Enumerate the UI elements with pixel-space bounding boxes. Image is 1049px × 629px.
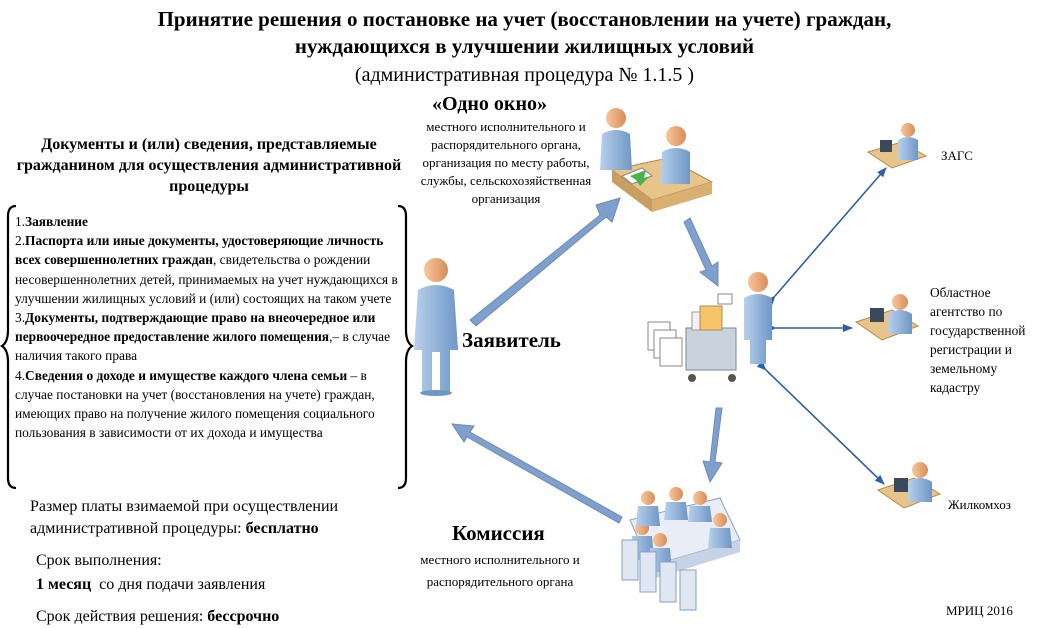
arrow-window-to-registrar — [683, 217, 719, 288]
term-label: Срок выполнения: — [36, 552, 162, 569]
commission-description: местного исполнительного и распорядитель… — [400, 549, 600, 593]
applicant-label: Заявитель — [462, 328, 561, 352]
document-item-2: 2.Паспорта или иные документы, удостовер… — [15, 233, 398, 306]
one-window-description: местного исполнительного и распорядитель… — [420, 119, 592, 206]
arrow-zags — [766, 167, 887, 306]
term-value: 1 месяц со дня подачи заявления — [36, 576, 266, 593]
documents-heading: Документы и (или) сведения, представляем… — [16, 136, 402, 195]
documents-brackets — [0, 204, 414, 490]
document-item-4: 4.Сведения о доходе и имуществе каждого … — [15, 367, 375, 441]
arrow-registrar-to-commission — [702, 407, 723, 484]
footer-credit: МРИЦ 2016 — [946, 603, 1013, 618]
arrow-applicant-to-window — [469, 197, 621, 327]
document-item-1: 1.Заявление — [15, 214, 88, 229]
title-line-3: (административная процедура № 1.1.5 ) — [354, 64, 695, 86]
zags-illustration — [866, 123, 928, 169]
commission-label: Комиссия — [452, 521, 545, 545]
registry-illustration — [854, 294, 920, 341]
arrow-commission-to-applicant — [451, 423, 623, 524]
validity-info: Срок действия решения: бессрочно — [36, 608, 280, 625]
registrar-illustration — [647, 272, 772, 382]
one-window-title: «Одно окно» — [432, 93, 547, 115]
fee-line-2: административной процедуры: бесплатно — [30, 520, 319, 537]
fee-line-1: Размер платы взимаемой при осуществлении — [30, 498, 339, 515]
commission-description-line-2: распорядительного органа — [426, 574, 574, 589]
commission-illustration — [621, 487, 741, 611]
registry-agency-label: Областное агентство по государственной р… — [930, 285, 1026, 395]
document-item-3: 3.Документы, подтверждающие право на вне… — [15, 310, 391, 364]
zags-label: ЗАГС — [941, 148, 973, 163]
title-line-1: Принятие решения о постановке на учет (в… — [157, 7, 892, 31]
zhkh-illustration — [876, 462, 942, 509]
one-window-illustration — [600, 108, 714, 212]
documents-list: 1.Заявление 2.Паспорта или иные документ… — [15, 212, 400, 442]
arrow-zhkh — [756, 360, 885, 485]
zhkh-label: Жилкомхоз — [948, 497, 1011, 512]
title-line-2: нуждающихся в улучшении жилищных условий — [294, 34, 755, 58]
fee-info: Размер платы взимаемой при осуществлении… — [30, 496, 338, 540]
commission-description-line-1: местного исполнительного и — [420, 552, 580, 567]
applicant-figure — [414, 258, 458, 396]
